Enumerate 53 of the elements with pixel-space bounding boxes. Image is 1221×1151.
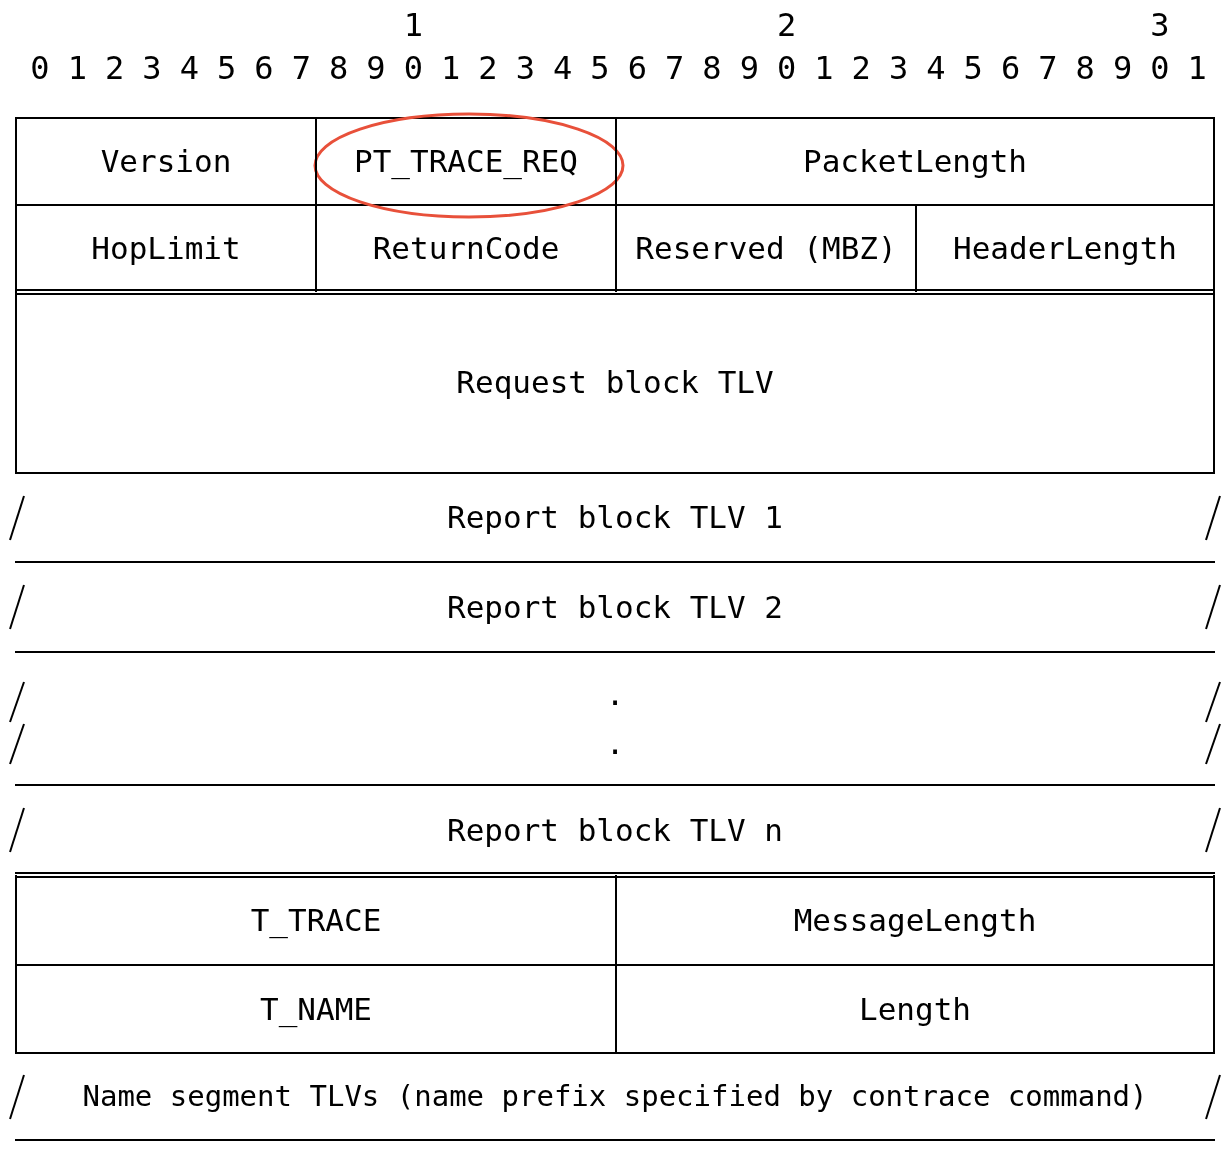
bit-number: 1 [402, 5, 424, 45]
bit-number: 0 [1149, 48, 1171, 88]
bit-number: 2 [775, 5, 798, 45]
field-label: T_TRACE [250, 902, 382, 938]
bit-number: 9 [738, 48, 760, 88]
field-label: ReturnCode [372, 231, 560, 266]
bit-number: 5 [962, 48, 984, 88]
bit-number: 7 [290, 48, 312, 88]
field-label: Report block TLV 2 [447, 589, 783, 625]
bit-number: 6 [626, 48, 648, 88]
field-label: Report block TLV 1 [447, 500, 783, 535]
bit-number: 8 [328, 48, 350, 88]
field-label: Name segment TLVs (name prefix specified by contrace command) [82, 1080, 1148, 1113]
bit-number: 3 [1149, 5, 1171, 45]
field-label: Length [859, 991, 971, 1027]
field-label: MessageLength [793, 902, 1037, 938]
bit-number: 9 [1111, 48, 1134, 88]
bit-number: 2 [850, 48, 872, 88]
bit-number: 0 [29, 48, 51, 88]
bit-number: 4 [551, 48, 574, 88]
bit-number: 4 [925, 48, 947, 88]
field-label: Version [100, 144, 232, 179]
bit-number: 9 [365, 48, 387, 88]
bit-number: 4 [178, 48, 200, 88]
field-label: T_NAME [260, 991, 372, 1027]
bit-number: 5 [589, 48, 611, 88]
field-label: . [605, 725, 625, 760]
field-label: PacketLength [803, 144, 1027, 179]
bit-number: 0 [402, 48, 424, 88]
field-label: Request block TLV [456, 365, 774, 400]
bit-number: 6 [999, 48, 1022, 88]
bit-number: 3 [514, 48, 536, 88]
bit-number: 1 [813, 48, 835, 88]
field-label: Report block TLV n [447, 812, 783, 848]
bit-number: 3 [887, 48, 910, 88]
bit-number: 7 [663, 48, 686, 88]
field-label: Reserved (MBZ) [635, 231, 897, 266]
bit-number: 2 [477, 48, 499, 88]
field-label: . [605, 677, 625, 712]
bit-number: 5 [216, 48, 238, 88]
bit-number: 1 [440, 48, 462, 88]
bit-number: 3 [141, 48, 163, 88]
bit-number: 2 [104, 48, 126, 88]
bit-number: 8 [701, 48, 723, 88]
field-label: PT_TRACE_REQ [354, 144, 578, 179]
bit-number: 1 [66, 48, 88, 88]
bit-number: 0 [775, 48, 798, 88]
field-label: HeaderLength [953, 231, 1177, 266]
bit-number: 7 [1037, 48, 1059, 88]
bit-number: 8 [1074, 48, 1096, 88]
bit-number: 6 [253, 48, 275, 88]
field-label: HopLimit [91, 231, 241, 266]
bit-number: 1 [1186, 48, 1208, 88]
